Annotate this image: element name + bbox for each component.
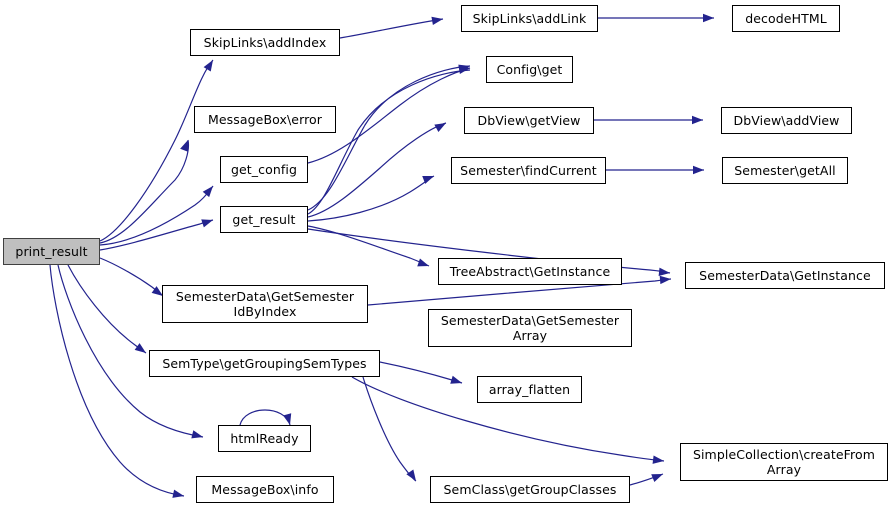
arrowhead-icon	[450, 375, 462, 384]
graph-node-print_result[interactable]: print_result	[3, 238, 100, 265]
edge-get_result-to-semester_findcur	[307, 175, 435, 222]
arrowhead-icon	[692, 115, 703, 125]
arrowhead-icon	[172, 489, 184, 498]
arrowhead-icon	[434, 123, 446, 133]
arrowhead-icon	[652, 455, 664, 464]
arrowhead-icon	[203, 60, 213, 72]
graph-node-label: SemesterData\GetInstance	[699, 268, 871, 283]
arrowhead-icon	[703, 13, 714, 23]
edge-print_result-to-get_config	[99, 185, 214, 246]
graph-node-dbview_getview[interactable]: DbView\getView	[464, 107, 594, 134]
arrowhead-icon	[202, 186, 213, 198]
graph-node-sd_getsemidbyindex[interactable]: SemesterData\GetSemester IdByIndex	[162, 285, 368, 323]
graph-node-get_result[interactable]: get_result	[220, 206, 308, 233]
edge-print_result-to-skiplinks_addindex	[99, 59, 214, 242]
graph-node-label: print_result	[15, 244, 88, 259]
edge-get_result-to-tree_getinstance	[307, 225, 430, 267]
graph-node-label: DbView\addView	[733, 113, 840, 128]
arrowhead-icon	[651, 474, 663, 483]
graph-node-label: Semester\findCurrent	[460, 163, 597, 178]
graph-node-label: SemesterData\GetSemester Array	[440, 313, 620, 343]
graph-node-sd_getinstance[interactable]: SemesterData\GetInstance	[685, 262, 885, 289]
graph-node-htmlready[interactable]: htmlReady	[218, 425, 311, 452]
graph-node-label: SemesterData\GetSemester IdByIndex	[175, 289, 355, 319]
arrowhead-icon	[180, 140, 188, 152]
edge-print_result-to-get_result	[99, 219, 214, 251]
edge-semtype_grouping-to-array_flatten	[379, 361, 463, 384]
graph-node-label: SimpleCollection\createFrom Array	[692, 447, 876, 477]
arrowhead-icon	[431, 16, 443, 26]
graph-node-dbview_addview[interactable]: DbView\addView	[721, 107, 852, 134]
graph-node-label: htmlReady	[230, 431, 299, 446]
graph-node-messagebox_info[interactable]: MessageBox\info	[196, 476, 334, 503]
edge-paths	[49, 17, 714, 497]
graph-node-get_config[interactable]: get_config	[220, 156, 308, 183]
graph-node-decodehtml[interactable]: decodeHTML	[732, 5, 840, 32]
arrowhead-icon	[191, 430, 203, 439]
graph-node-label: Semester\getAll	[734, 163, 836, 178]
graph-node-simplecoll_create[interactable]: SimpleCollection\createFrom Array	[680, 443, 888, 481]
graph-node-label: SkipLinks\addLink	[472, 11, 587, 26]
graph-node-skiplinks_addindex[interactable]: SkipLinks\addIndex	[190, 29, 340, 56]
graph-node-label: SemClass\getGroupClasses	[443, 482, 617, 497]
arrowhead-icon	[201, 219, 213, 228]
edge-get_result-to-dbview_getview	[307, 122, 447, 218]
graph-node-messagebox_error[interactable]: MessageBox\error	[194, 106, 336, 133]
arrowhead-icon	[458, 64, 470, 73]
edge-get_result-to-config_get	[307, 65, 471, 211]
graph-node-label: Config\get	[496, 62, 563, 77]
arrowhead-icon	[693, 165, 704, 175]
arrowhead-icon	[658, 267, 670, 277]
graph-node-label: TreeAbstract\GetInstance	[449, 264, 611, 279]
graph-node-semtype_grouping[interactable]: SemType\getGroupingSemTypes	[149, 350, 380, 377]
arrowhead-icon	[134, 343, 146, 353]
arrowhead-icon	[406, 469, 416, 481]
graph-node-label: SemType\getGroupingSemTypes	[162, 356, 367, 371]
edge-skiplinks_addindex-to-skiplinks_addlink	[339, 18, 444, 39]
graph-node-label: MessageBox\error	[207, 112, 323, 127]
graph-node-label: get_config	[230, 162, 298, 177]
edge-get_result-to-config_get	[307, 69, 471, 215]
graph-node-label: get_result	[232, 212, 296, 227]
graph-node-skiplinks_addlink[interactable]: SkipLinks\addLink	[461, 5, 598, 32]
graph-node-label: SkipLinks\addIndex	[203, 35, 327, 50]
graph-node-semclass_groupcls[interactable]: SemClass\getGroupClasses	[430, 476, 630, 503]
edge-print_result-to-semtype_grouping	[67, 264, 147, 354]
arrowhead-icon	[417, 258, 429, 267]
graph-node-semester_findcur[interactable]: Semester\findCurrent	[451, 157, 606, 184]
graph-node-label: MessageBox\info	[211, 482, 319, 497]
edge-semclass_groupcls-to-simplecoll_create	[629, 473, 664, 486]
graph-node-array_flatten[interactable]: array_flatten	[477, 376, 582, 403]
edge-semtype_grouping-to-semclass_groupcls	[362, 376, 417, 482]
graph-node-config_get[interactable]: Config\get	[486, 56, 573, 83]
graph-node-label: DbView\getView	[477, 113, 581, 128]
arrowhead-icon	[458, 65, 470, 75]
edge-print_result-to-sd_getsemidbyindex	[99, 257, 164, 297]
arrowhead-icon	[659, 275, 671, 285]
graph-node-label: array_flatten	[488, 382, 571, 397]
graph-node-sd_getsemarray[interactable]: SemesterData\GetSemester Array	[428, 309, 632, 347]
edge-print_result-to-messagebox_error	[99, 139, 190, 244]
graph-node-label: decodeHTML	[745, 11, 827, 26]
arrowhead-icon	[422, 176, 434, 184]
graph-node-semester_getall[interactable]: Semester\getAll	[722, 157, 848, 184]
edge-htmlready-to-htmlready	[239, 409, 291, 426]
graph-node-tree_getinstance[interactable]: TreeAbstract\GetInstance	[438, 258, 622, 285]
